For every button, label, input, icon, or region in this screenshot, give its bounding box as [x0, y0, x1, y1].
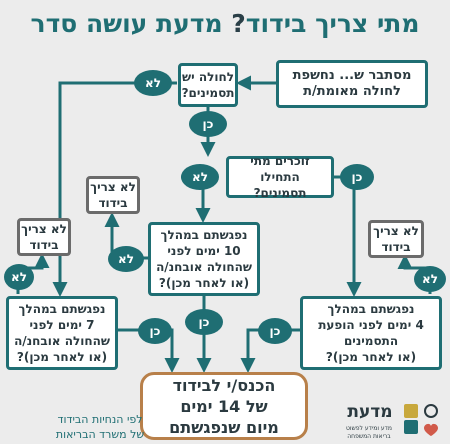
- node-no-isolation-1-text: לא צריך בידוד: [90, 180, 136, 210]
- node-final-isolation-text: הכנס/י לבידוד של 14 ימים מיום שנפגשתם: [169, 375, 279, 437]
- node-no-isolation-2-text: לא צריך בידוד: [21, 222, 67, 252]
- label-no-met-4: לא: [414, 266, 446, 292]
- node-remember-onset-text: זוכרים מתי התחילו תסמינים?: [250, 154, 310, 200]
- label-no-met-7: לא: [4, 264, 34, 290]
- node-exposed: מסתבר ש... נחשפת לחולה מאומת/ת: [276, 60, 428, 108]
- node-no-isolation-1: לא צריך בידוד: [86, 176, 140, 214]
- label-yes-patient-symptoms: כן: [189, 111, 227, 137]
- logo-name: מדעת: [347, 402, 393, 422]
- label-yes-remember-onset: כן: [340, 164, 374, 190]
- node-no-isolation-3: לא צריך בידוד: [368, 220, 424, 258]
- node-remember-onset: זוכרים מתי התחילו תסמינים?: [226, 154, 334, 200]
- node-met-10-days: נפגשתם במהלך 10 ימים לפני שהחולה אובחנ/ה…: [148, 222, 260, 296]
- label-no-patient-symptoms: לא: [134, 70, 172, 96]
- label-no-remember-onset: לא: [181, 164, 219, 190]
- node-met-10-days-text: נפגשתם במהלך 10 ימים לפני שהחולה אובחנ/ה…: [156, 228, 252, 290]
- footer-note: לפי הנחיות הבידוד של משרד הבריאות: [55, 413, 145, 441]
- node-patient-symptoms: לחולה יש תסמינים?: [178, 63, 238, 107]
- logo-icon: [404, 404, 438, 436]
- label-yes-met-7: כן: [138, 318, 172, 344]
- node-met-7-days-text: נפגשתם במהלך 7 ימים לפני שהחולה אובחנ/ה …: [14, 302, 110, 364]
- node-met-4-days: נפגשתם במהלך 4 ימים לפני הופעת התסמינים …: [300, 296, 442, 370]
- label-yes-met-10: כן: [185, 309, 223, 335]
- title-sub: מדעת עושה סדר: [30, 9, 223, 38]
- node-no-isolation-2: לא צריך בידוד: [17, 218, 71, 256]
- node-exposed-text: מסתבר ש... נחשפת לחולה מאומת/ת: [292, 68, 412, 99]
- node-patient-symptoms-text: לחולה יש תסמינים?: [181, 70, 235, 100]
- diagram-title: מתי צריך בידוד? מדעת עושה סדר: [0, 4, 450, 44]
- node-met-7-days: נפגשתם במהלך 7 ימים לפני שהחולה אובחנ/ה …: [6, 296, 118, 370]
- node-met-4-days-text: נפגשתם במהלך 4 ימים לפני הופעת התסמינים …: [318, 302, 424, 364]
- node-final-isolation: הכנס/י לבידוד של 14 ימים מיום שנפגשתם: [140, 372, 308, 440]
- title-main: מתי צריך בידוד: [245, 9, 420, 38]
- logo-tagline: מדע ומידע לפשוט בריאות המשפחה: [346, 425, 392, 440]
- label-no-met-10: לא: [108, 246, 144, 272]
- label-yes-met-4: כן: [258, 318, 292, 344]
- node-no-isolation-3-text: לא צריך בידוד: [373, 224, 419, 254]
- title-question-mark: ?: [231, 9, 246, 38]
